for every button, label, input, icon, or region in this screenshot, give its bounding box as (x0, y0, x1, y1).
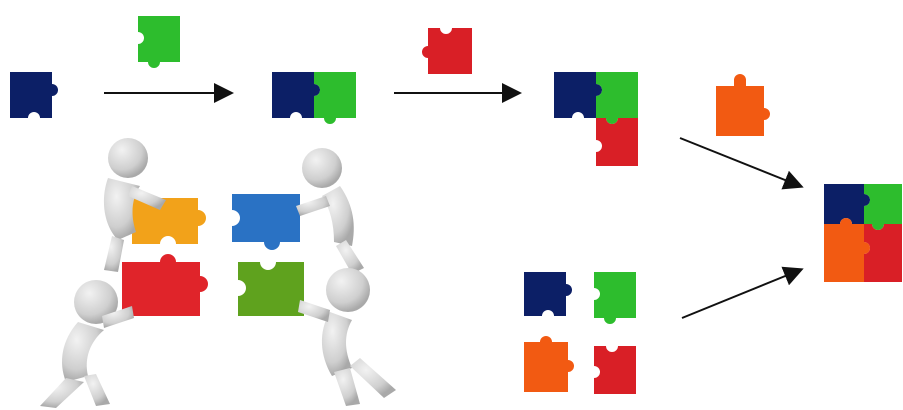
green-puzzle-piece (138, 16, 180, 68)
arrow-to-final-lower (681, 266, 804, 319)
red-puzzle-piece (596, 118, 638, 166)
scene-blue-piece (232, 194, 300, 250)
arrow-to-final-upper (679, 137, 804, 190)
figure-bottom-left (40, 280, 134, 408)
orange-puzzle-piece (824, 218, 870, 282)
red-puzzle-piece (422, 28, 472, 74)
figure-bottom-right (298, 268, 396, 406)
navy-green-red-group (554, 72, 638, 166)
scene-green-piece (238, 262, 304, 316)
navy-puzzle-piece (272, 72, 320, 118)
orange-puzzle-piece (524, 336, 574, 392)
navy-puzzle-piece (824, 184, 870, 224)
final-assembled-puzzle (824, 184, 902, 282)
green-puzzle-piece (594, 272, 636, 324)
navy-green-pair (272, 72, 356, 124)
four-figures-assembling-puzzle (40, 138, 396, 408)
green-puzzle-piece (314, 72, 356, 124)
red-puzzle-piece (864, 224, 902, 282)
scene-orange-piece (132, 198, 206, 244)
figure-top-right (296, 148, 364, 274)
green-puzzle-piece (864, 184, 902, 230)
loose-pieces-group (524, 272, 636, 394)
green-puzzle-piece (596, 72, 638, 124)
navy-puzzle-piece (524, 272, 572, 316)
figure-top-left (103, 138, 166, 272)
orange-puzzle-piece (716, 74, 770, 136)
red-puzzle-piece (594, 346, 636, 394)
navy-puzzle-piece (554, 72, 602, 118)
navy-puzzle-piece (10, 72, 58, 118)
scene-red-piece (122, 254, 208, 316)
